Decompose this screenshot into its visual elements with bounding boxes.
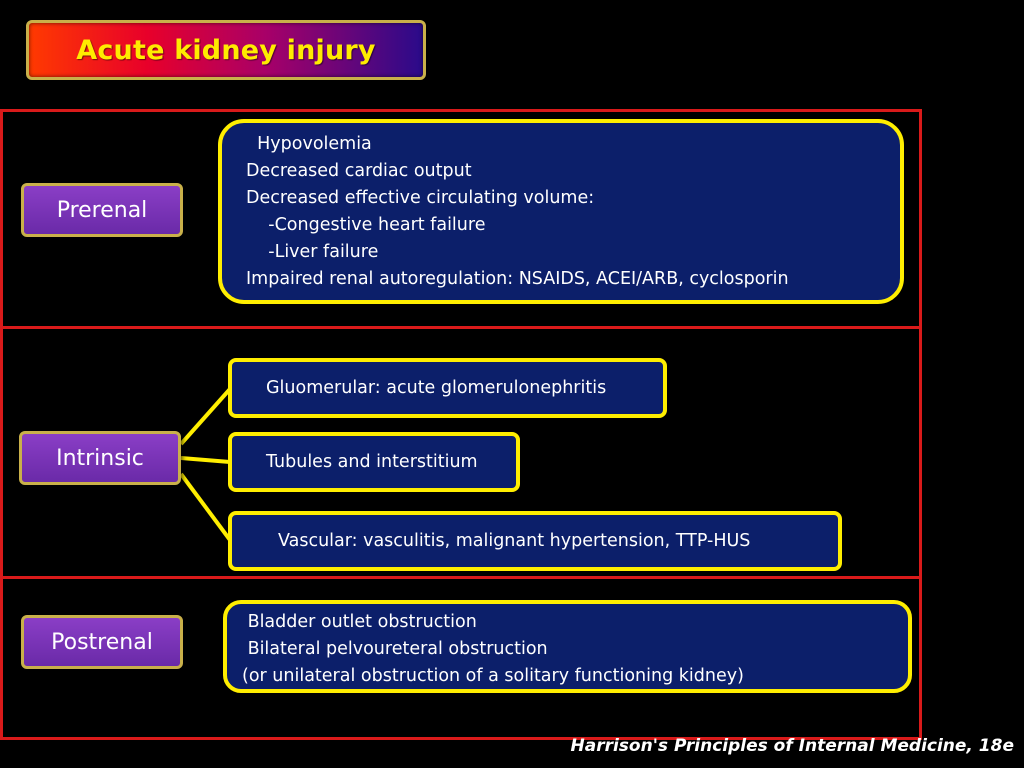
slide-title: Acute kidney injury	[76, 34, 376, 66]
postrenal-section	[0, 576, 922, 740]
prerenal-cause: -Congestive heart failure	[246, 215, 486, 235]
postrenal-cause: Bladder outlet obstruction	[242, 612, 477, 632]
prerenal-cause: Decreased cardiac output	[246, 161, 472, 181]
title-banner: Acute kidney injury	[26, 20, 426, 80]
postrenal-cause: (or unilateral obstruction of a solitary…	[242, 666, 744, 686]
prerenal-cause: Impaired renal autoregulation: NSAIDS, A…	[246, 269, 789, 289]
prerenal-causes-box: Hypovolemia Decreased cardiac output Dec…	[218, 119, 904, 304]
prerenal-cause: -Liver failure	[246, 242, 379, 262]
prerenal-cause: Hypovolemia	[246, 134, 372, 154]
tubules-cause: Tubules and interstitium	[266, 452, 478, 472]
vascular-cause: Vascular: vasculitis, malignant hyperten…	[278, 531, 751, 551]
intrinsic-label: Intrinsic	[19, 431, 181, 485]
postrenal-cause: Bilateral pelvoureteral obstruction	[242, 639, 548, 659]
glomerular-cause-box: Gluomerular: acute glomerulonephritis	[228, 358, 667, 418]
citation: Harrison's Principles of Internal Medici…	[570, 736, 1014, 756]
prerenal-cause: Decreased effective circulating volume:	[246, 188, 595, 208]
tubules-cause-box: Tubules and interstitium	[228, 432, 520, 492]
glomerular-cause: Gluomerular: acute glomerulonephritis	[266, 378, 607, 398]
postrenal-causes-box: Bladder outlet obstruction Bilateral pel…	[223, 600, 912, 693]
postrenal-label: Postrenal	[21, 615, 183, 669]
vascular-cause-box: Vascular: vasculitis, malignant hyperten…	[228, 511, 842, 571]
prerenal-label: Prerenal	[21, 183, 183, 237]
